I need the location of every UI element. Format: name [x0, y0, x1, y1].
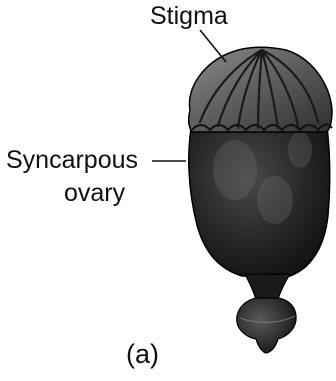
receptacle [237, 298, 296, 353]
syncarpous-ovary-label-line1: Syncarpous [6, 148, 138, 173]
syncarpous-ovary-label-line2: ovary [64, 181, 125, 206]
stigma-label: Stigma [150, 4, 228, 29]
ovary-neck [245, 274, 290, 300]
stigma-pointer [200, 30, 226, 62]
figure-caption: (a) [126, 341, 159, 368]
